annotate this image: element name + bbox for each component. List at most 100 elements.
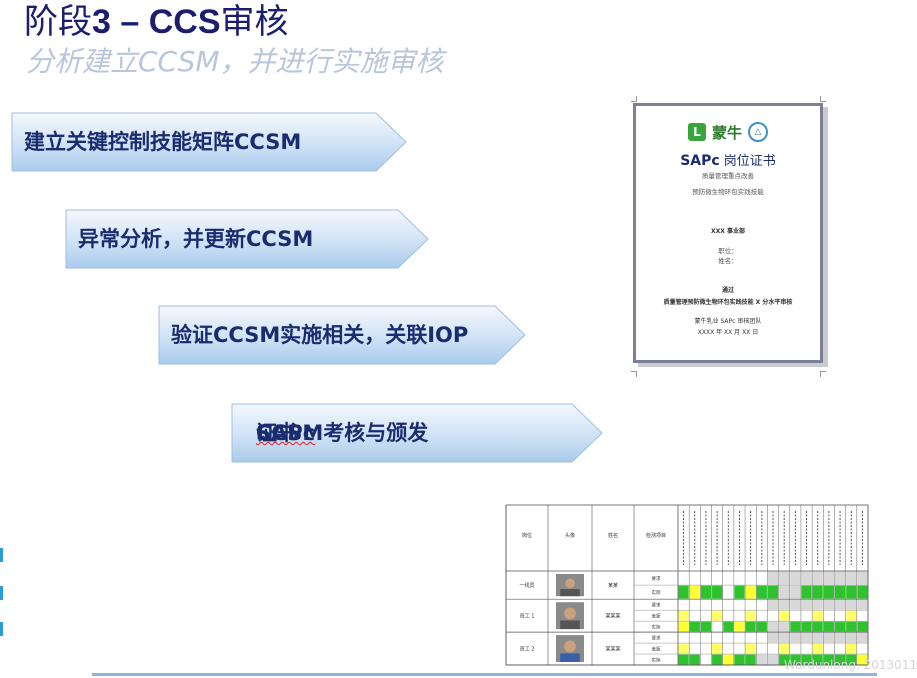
matrix-cell <box>812 654 823 665</box>
matrix-cell <box>700 585 712 599</box>
matrix-cell <box>734 599 745 610</box>
matrix-cell <box>756 585 767 599</box>
matrix-cell <box>756 643 767 654</box>
matrix-cell <box>767 632 779 643</box>
matrix-cell <box>812 585 823 599</box>
matrix-cell <box>712 599 723 610</box>
matrix-cell <box>712 621 723 632</box>
matrix-cell <box>734 632 745 643</box>
matrix-cell <box>689 621 700 632</box>
matrix-cell <box>723 654 734 665</box>
matrix-cell <box>779 571 790 585</box>
matrix-cell <box>812 632 823 643</box>
certificate-line2: 预防微生物环包实践技能 <box>692 188 764 196</box>
step-arrow-3: 验证CCSM实施相关，关联IOP <box>158 305 526 365</box>
matrix-cell <box>712 643 723 654</box>
matrix-cell <box>857 632 868 643</box>
title-main: 3 – CCS <box>92 3 221 41</box>
matrix-cell <box>801 599 812 610</box>
matrix-cell <box>846 610 857 621</box>
matrix-cell <box>734 654 745 665</box>
matrix-cell <box>846 571 857 585</box>
certificate-date: XXXX 年 XX 月 XX 日 <box>697 329 759 336</box>
matrix-cell <box>834 643 846 654</box>
matrix-cell <box>689 632 700 643</box>
matrix-cell <box>700 632 712 643</box>
matrix-cell <box>857 654 868 665</box>
matrix-cell <box>834 632 846 643</box>
certificate-logo-row: L 蒙牛 △ <box>636 120 820 144</box>
matrix-cell <box>745 599 756 610</box>
matrix-level-cell: 差距 <box>652 613 661 620</box>
matrix-cell <box>801 585 812 599</box>
matrix-cell <box>689 571 700 585</box>
matrix-cell <box>790 654 801 665</box>
matrix-cell <box>790 610 801 621</box>
matrix-cell <box>767 571 779 585</box>
step-label: 异常分析，并更新CCSM <box>78 227 314 251</box>
matrix-cell <box>857 610 868 621</box>
matrix-cell <box>790 632 801 643</box>
matrix-cell <box>689 610 700 621</box>
matrix-level-cell: 要求 <box>652 602 661 609</box>
matrix-cell <box>723 571 734 585</box>
matrix-cell <box>712 571 723 585</box>
matrix-cell <box>846 632 857 643</box>
matrix-cell <box>712 610 723 621</box>
matrix-cell <box>745 571 756 585</box>
matrix-cell <box>812 571 823 585</box>
matrix-cell <box>779 599 790 610</box>
arrow-shape <box>65 209 429 269</box>
matrix-cell <box>734 643 745 654</box>
matrix-cell <box>745 585 756 599</box>
matrix-cell <box>767 643 779 654</box>
matrix-cell <box>734 610 745 621</box>
matrix-cell <box>779 654 790 665</box>
matrix-cell <box>857 571 868 585</box>
certificate-award: 通过 <box>721 287 734 294</box>
matrix-cell <box>812 643 823 654</box>
matrix-cell <box>723 643 734 654</box>
matrix-cell <box>678 632 689 643</box>
matrix-cell <box>723 599 734 610</box>
matrix-cell <box>712 632 723 643</box>
matrix-cell <box>756 599 767 610</box>
matrix-cell <box>812 621 823 632</box>
matrix-cell <box>801 610 812 621</box>
step-label-post: 证书 <box>256 421 298 445</box>
matrix-cell <box>779 610 790 621</box>
arrow-shape <box>231 403 603 463</box>
employee-photo-face <box>564 607 576 620</box>
matrix-cell <box>857 621 868 632</box>
employee-photo-body <box>560 620 580 630</box>
employee-photo-face <box>564 640 576 653</box>
matrix-cell <box>689 585 700 599</box>
matrix-cell <box>745 610 756 621</box>
certificate-title-sapc: SAPc <box>680 153 720 169</box>
employee-photo-body <box>560 589 580 597</box>
matrix-cell <box>678 610 689 621</box>
matrix-cell <box>756 632 767 643</box>
matrix-cell <box>678 654 689 665</box>
matrix-header-cell: 检测项目 <box>646 532 666 539</box>
matrix-name-cell: 某某某 <box>605 647 620 653</box>
matrix-header-cell: 岗位 <box>522 532 532 539</box>
matrix-cell <box>812 610 823 621</box>
step-arrow-1: 建立关键控制技能矩阵CCSM <box>11 112 407 172</box>
matrix-cell <box>834 621 846 632</box>
matrix-name-cell: 某某 <box>608 583 618 589</box>
matrix-cell <box>857 585 868 599</box>
matrix-cell <box>678 599 689 610</box>
matrix-cell <box>857 599 868 610</box>
footer-line <box>92 673 877 676</box>
matrix-level-cell: 实际 <box>652 657 661 664</box>
step-arrow-2: 异常分析，并更新CCSM <box>65 209 429 269</box>
certificate-position: 职位： <box>718 247 738 255</box>
matrix-cell <box>823 585 834 599</box>
matrix-cell <box>745 643 756 654</box>
matrix-cell <box>790 571 801 585</box>
page-subtitle: 分析建立CCSM，并进行实施审核 <box>26 45 444 78</box>
matrix-cell <box>734 621 745 632</box>
